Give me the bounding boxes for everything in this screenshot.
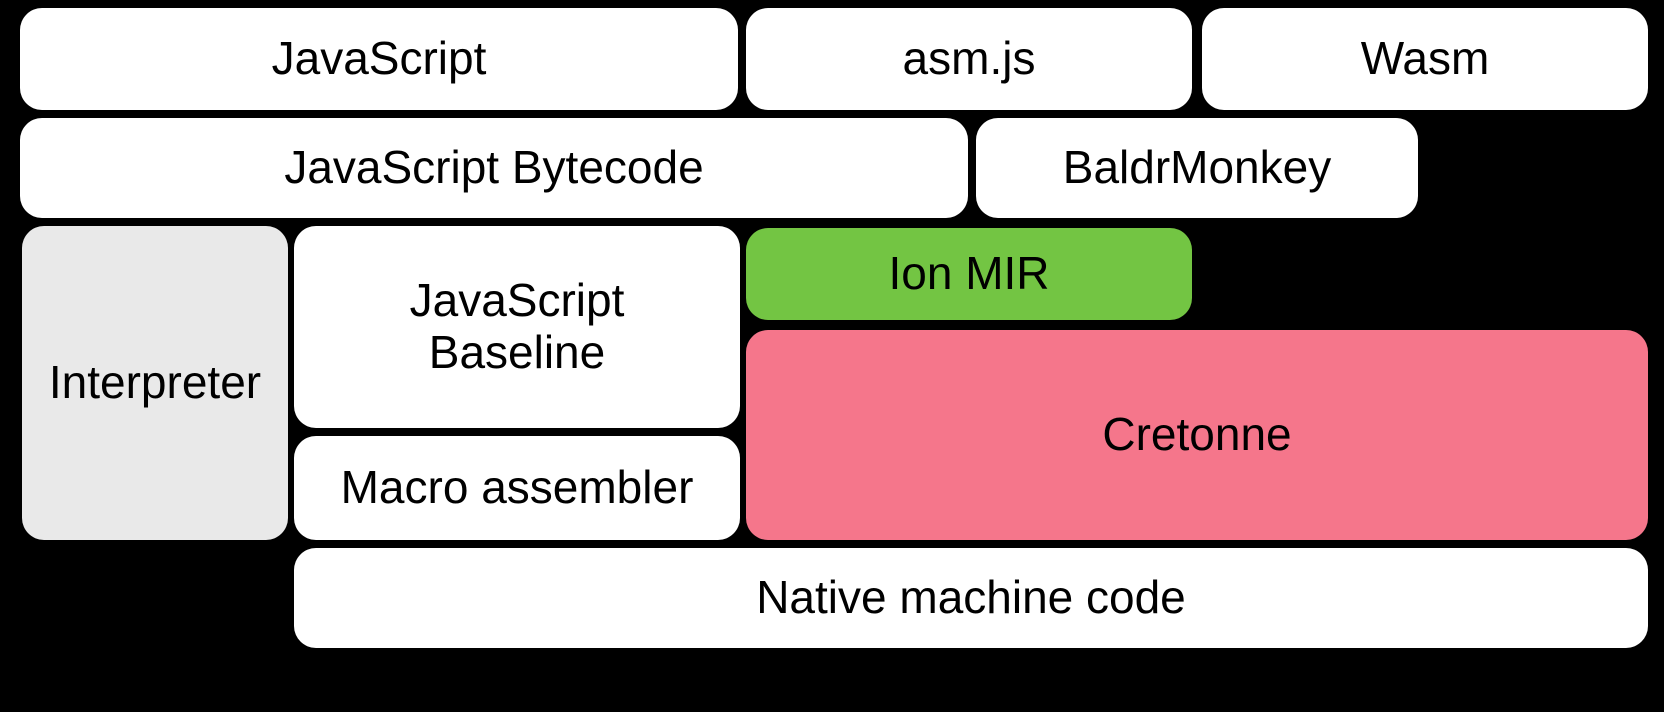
node-baldrmonkey[interactable]: BaldrMonkey [976, 118, 1418, 218]
node-javascript-bytecode[interactable]: JavaScript Bytecode [20, 118, 968, 218]
node-ion-mir[interactable]: Ion MIR [746, 228, 1192, 320]
node-javascript[interactable]: JavaScript [20, 8, 738, 110]
node-javascript-baseline[interactable]: JavaScript Baseline [294, 226, 740, 428]
node-asmjs[interactable]: asm.js [746, 8, 1192, 110]
node-macro-assembler[interactable]: Macro assembler [294, 436, 740, 540]
node-native-machine-code[interactable]: Native machine code [294, 548, 1648, 648]
node-wasm[interactable]: Wasm [1202, 8, 1648, 110]
node-cretonne[interactable]: Cretonne [746, 330, 1648, 540]
node-interpreter[interactable]: Interpreter [22, 226, 288, 540]
